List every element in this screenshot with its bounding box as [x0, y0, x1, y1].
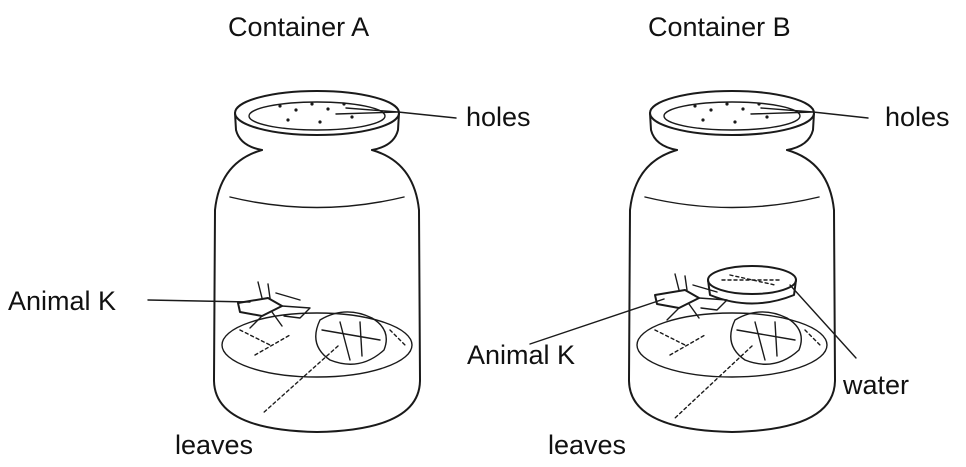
- container-b-animal-pointer: [530, 299, 664, 344]
- container-a-holes-label: holes: [466, 104, 531, 131]
- container-a-leaves-pointer: [262, 346, 338, 414]
- container-a-leaves-label: leaves: [175, 432, 253, 459]
- container-b-title: Container B: [648, 14, 791, 41]
- container-b-water-dish: [708, 266, 796, 304]
- container-a-jar: [214, 91, 420, 432]
- container-a-holes-pointer: [398, 112, 456, 118]
- container-b-water-label: water: [843, 372, 909, 399]
- container-b-holes-pointer-fan: [751, 108, 813, 114]
- container-b-leaves: [637, 312, 827, 377]
- container-a-animal-label: Animal K: [8, 288, 116, 315]
- container-a-holes: [278, 102, 353, 123]
- container-b-animal-label: Animal K: [467, 342, 575, 369]
- container-b-leaves-label: leaves: [548, 432, 626, 459]
- container-b-holes: [693, 102, 768, 123]
- container-a-holes-pointer-fan: [336, 108, 398, 114]
- container-b-holes-pointer: [813, 112, 868, 118]
- container-a-title: Container A: [228, 14, 369, 41]
- container-b-holes-label: holes: [885, 104, 950, 131]
- container-a-animal-pointer: [148, 300, 250, 302]
- container-a-animal-k: [238, 282, 310, 328]
- container-a-leaves: [222, 312, 412, 377]
- container-b-jar: [629, 91, 835, 432]
